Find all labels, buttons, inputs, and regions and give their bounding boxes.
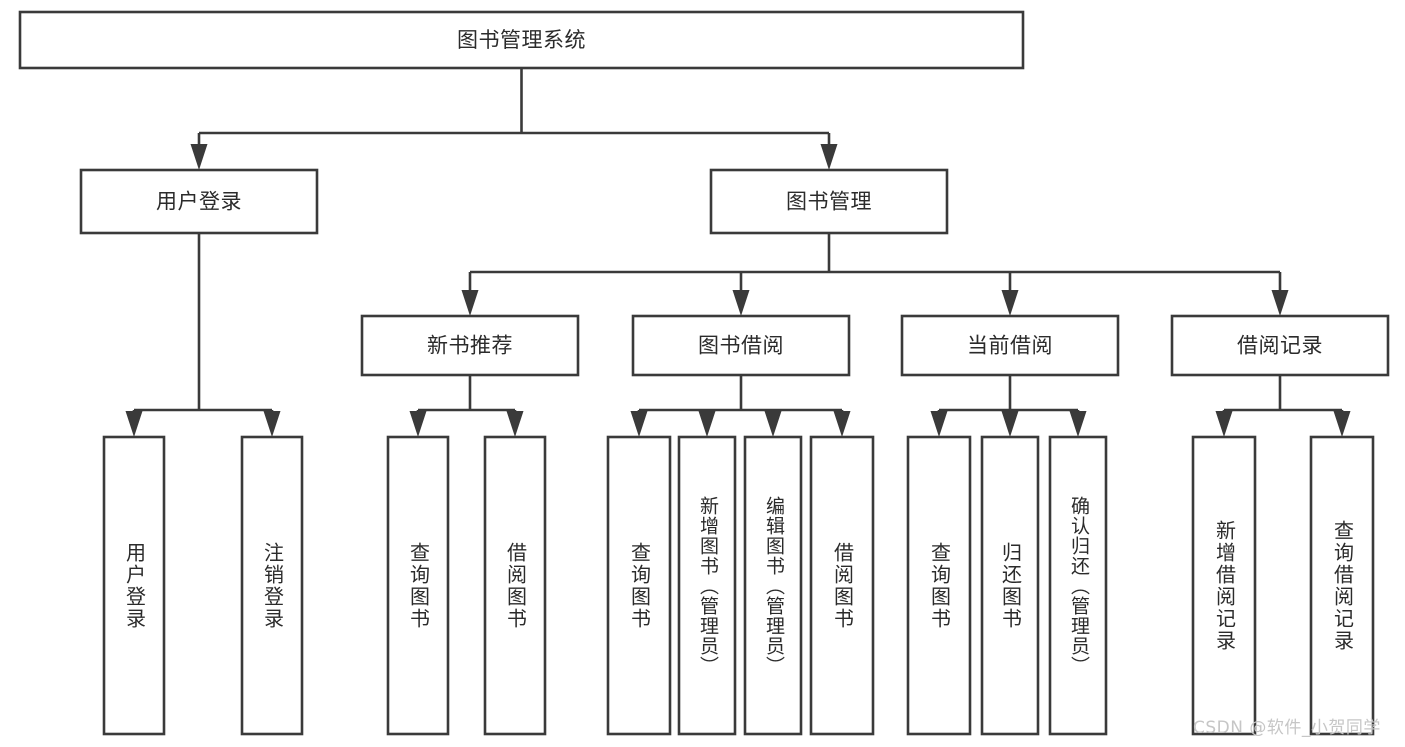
node-box[interactable]	[606, 435, 672, 736]
node-label: 图书管理	[786, 190, 872, 214]
node-box[interactable]	[483, 435, 547, 736]
arrow-head	[930, 411, 948, 437]
arrow-head	[506, 411, 524, 437]
node-leaf_1[interactable]	[240, 435, 304, 736]
node-label: 用户登录	[156, 190, 242, 214]
node-box[interactable]	[809, 435, 875, 736]
node-l2_3[interactable]: 借阅记录	[1170, 314, 1390, 377]
node-l1_1[interactable]: 图书管理	[709, 168, 949, 235]
node-box[interactable]	[677, 435, 737, 736]
node-leaf_0[interactable]	[102, 435, 166, 736]
edge-group-l2_1	[630, 375, 851, 437]
arrow-head	[190, 144, 208, 170]
node-box[interactable]	[1048, 435, 1108, 736]
arrow-head	[1001, 290, 1019, 316]
node-box[interactable]	[709, 168, 949, 235]
node-label: 图书借阅	[698, 334, 784, 358]
arrow-head	[764, 411, 782, 437]
node-box[interactable]	[980, 435, 1040, 736]
edge-layer	[125, 68, 1351, 437]
node-box[interactable]	[240, 435, 304, 736]
node-box[interactable]	[631, 314, 851, 377]
node-box[interactable]	[906, 435, 972, 736]
node-leaf_8[interactable]	[906, 435, 972, 736]
node-label: 借阅记录	[1237, 334, 1323, 358]
node-l2_0[interactable]: 新书推荐	[360, 314, 580, 377]
node-l1_0[interactable]: 用户登录	[79, 168, 319, 235]
node-leaf_3[interactable]	[483, 435, 547, 736]
node-box[interactable]	[79, 168, 319, 235]
node-leaf_10[interactable]	[1048, 435, 1108, 736]
node-root[interactable]: 图书管理系统	[18, 10, 1025, 70]
node-leaf_7[interactable]	[809, 435, 875, 736]
node-l2_2[interactable]: 当前借阅	[900, 314, 1120, 377]
node-box[interactable]	[1170, 314, 1390, 377]
arrow-head	[409, 411, 427, 437]
node-box[interactable]	[102, 435, 166, 736]
node-leaf_5[interactable]	[677, 435, 737, 736]
node-box[interactable]	[900, 314, 1120, 377]
arrow-head	[263, 411, 281, 437]
edge-group-l1_0	[125, 233, 281, 437]
node-label: 图书管理系统	[457, 28, 586, 52]
node-box[interactable]	[386, 435, 450, 736]
node-l2_1[interactable]: 图书借阅	[631, 314, 851, 377]
arrow-head	[1215, 411, 1233, 437]
node-leaf_9[interactable]	[980, 435, 1040, 736]
arrow-head	[1333, 411, 1351, 437]
node-box[interactable]	[1309, 435, 1375, 736]
arrow-head	[630, 411, 648, 437]
node-leaf_11[interactable]	[1191, 435, 1257, 736]
arrow-head	[125, 411, 143, 437]
arrow-head	[820, 144, 838, 170]
node-box[interactable]	[18, 10, 1025, 70]
arrow-head	[1069, 411, 1087, 437]
node-box[interactable]	[743, 435, 803, 736]
edge-group-l2_3	[1215, 375, 1351, 437]
edge-group-l1_1	[461, 233, 1289, 316]
edge-group-l2_2	[930, 375, 1087, 437]
arrow-head	[833, 411, 851, 437]
edge-group-root	[190, 68, 838, 170]
arrow-head	[732, 290, 750, 316]
arrow-head	[1271, 290, 1289, 316]
arrow-head	[698, 411, 716, 437]
node-box[interactable]	[360, 314, 580, 377]
node-leaf_2[interactable]	[386, 435, 450, 736]
node-leaf_6[interactable]	[743, 435, 803, 736]
node-leaf_4[interactable]	[606, 435, 672, 736]
edge-group-l2_0	[409, 375, 524, 437]
node-box[interactable]	[1191, 435, 1257, 736]
arrow-head	[1001, 411, 1019, 437]
node-label: 新书推荐	[427, 334, 513, 358]
arrow-head	[461, 290, 479, 316]
node-leaf_12[interactable]	[1309, 435, 1375, 736]
node-label: 当前借阅	[967, 334, 1053, 358]
